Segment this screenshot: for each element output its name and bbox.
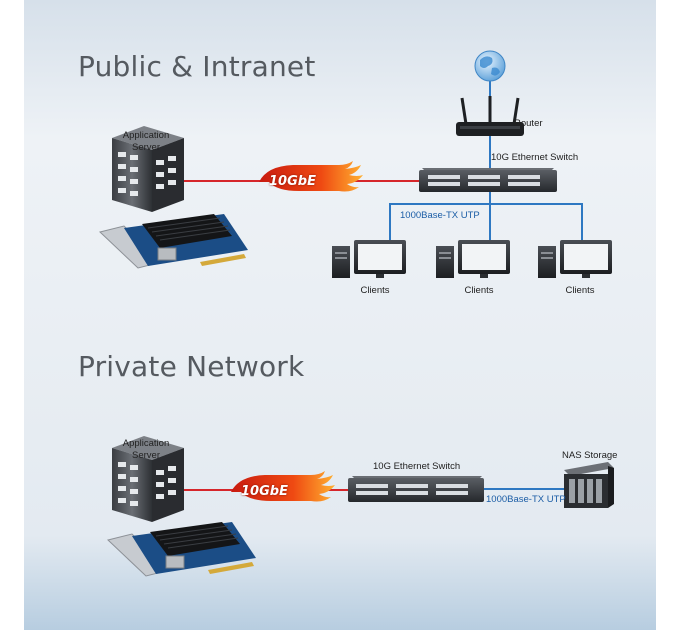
utp-label-bottom: 1000Base-TX UTP bbox=[486, 494, 566, 505]
client-computer-2 bbox=[436, 240, 510, 278]
server-label-bottom: Application Server bbox=[122, 438, 170, 461]
application-server-icon-bottom bbox=[112, 436, 184, 522]
network-card-icon-top bbox=[98, 214, 248, 269]
client-computer-1 bbox=[332, 240, 406, 278]
router-label: Router bbox=[514, 118, 543, 129]
ethernet-switch-top bbox=[419, 168, 557, 192]
section-title-private: Private Network bbox=[78, 350, 305, 383]
badge-text-bottom: 10GbE bbox=[241, 484, 288, 499]
10gbe-badge-top bbox=[259, 161, 363, 192]
utp-label-top: 1000Base-TX UTP bbox=[400, 210, 480, 221]
switch-client3-link bbox=[490, 203, 583, 244]
section-title-public: Public & Intranet bbox=[78, 50, 316, 83]
client-label-2: Clients bbox=[464, 285, 494, 296]
network-diagram: Public & Intranet Private Network Applic… bbox=[24, 0, 656, 630]
10gbe-badge-bottom bbox=[231, 471, 335, 502]
switch-label-bottom: 10G Ethernet Switch bbox=[373, 461, 461, 472]
network-card-icon-bottom bbox=[106, 522, 256, 577]
router-icon bbox=[456, 96, 524, 136]
ethernet-switch-bottom bbox=[348, 476, 484, 502]
diagram-canvas bbox=[98, 50, 614, 577]
badge-text-top: 10GbE bbox=[269, 174, 316, 189]
nas-storage-icon bbox=[564, 462, 614, 508]
switch-client1-link bbox=[389, 192, 491, 244]
client-computer-3 bbox=[538, 240, 612, 278]
client-label-3: Clients bbox=[565, 285, 595, 296]
application-server-icon-top bbox=[112, 126, 184, 212]
nas-label: NAS Storage bbox=[562, 450, 618, 461]
client-label-1: Clients bbox=[360, 285, 390, 296]
internet-globe-icon bbox=[474, 50, 506, 82]
server-label-top: Application Server bbox=[122, 130, 170, 153]
switch-label-top: 10G Ethernet Switch bbox=[491, 152, 579, 163]
